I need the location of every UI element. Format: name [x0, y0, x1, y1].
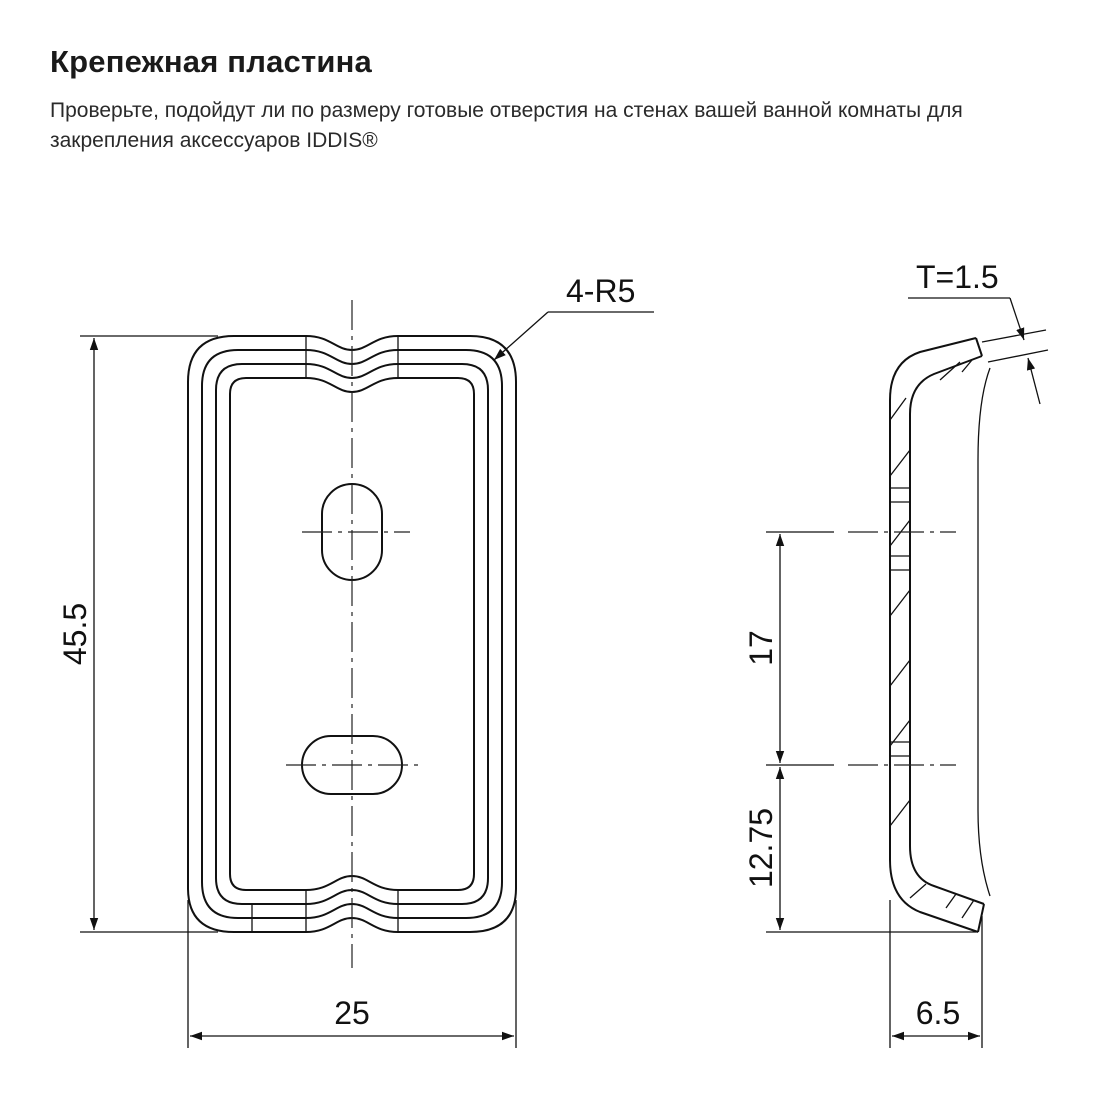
- front-view: 45.5 25 4-R5: [57, 273, 654, 1048]
- side-profile-inner: [909, 355, 985, 905]
- height-dimension-label: 45.5: [57, 603, 93, 665]
- bottom-offset-label: 12.75: [743, 808, 779, 888]
- hole-spacing-label: 17: [743, 630, 779, 666]
- width-dimension-label: 25: [334, 995, 370, 1031]
- page-description: Проверьте, подойдут ли по размеру готовы…: [50, 99, 963, 152]
- depth-dimension-label: 6.5: [916, 995, 960, 1031]
- page-title: Крепежная пластина: [50, 44, 373, 79]
- radius-label: 4-R5: [566, 273, 635, 309]
- side-view: 17 12.75 6.5 T=1.5: [743, 259, 1049, 1048]
- section-hatching: [889, 359, 975, 919]
- side-profile-outer: [889, 337, 979, 933]
- thickness-label: T=1.5: [916, 259, 999, 295]
